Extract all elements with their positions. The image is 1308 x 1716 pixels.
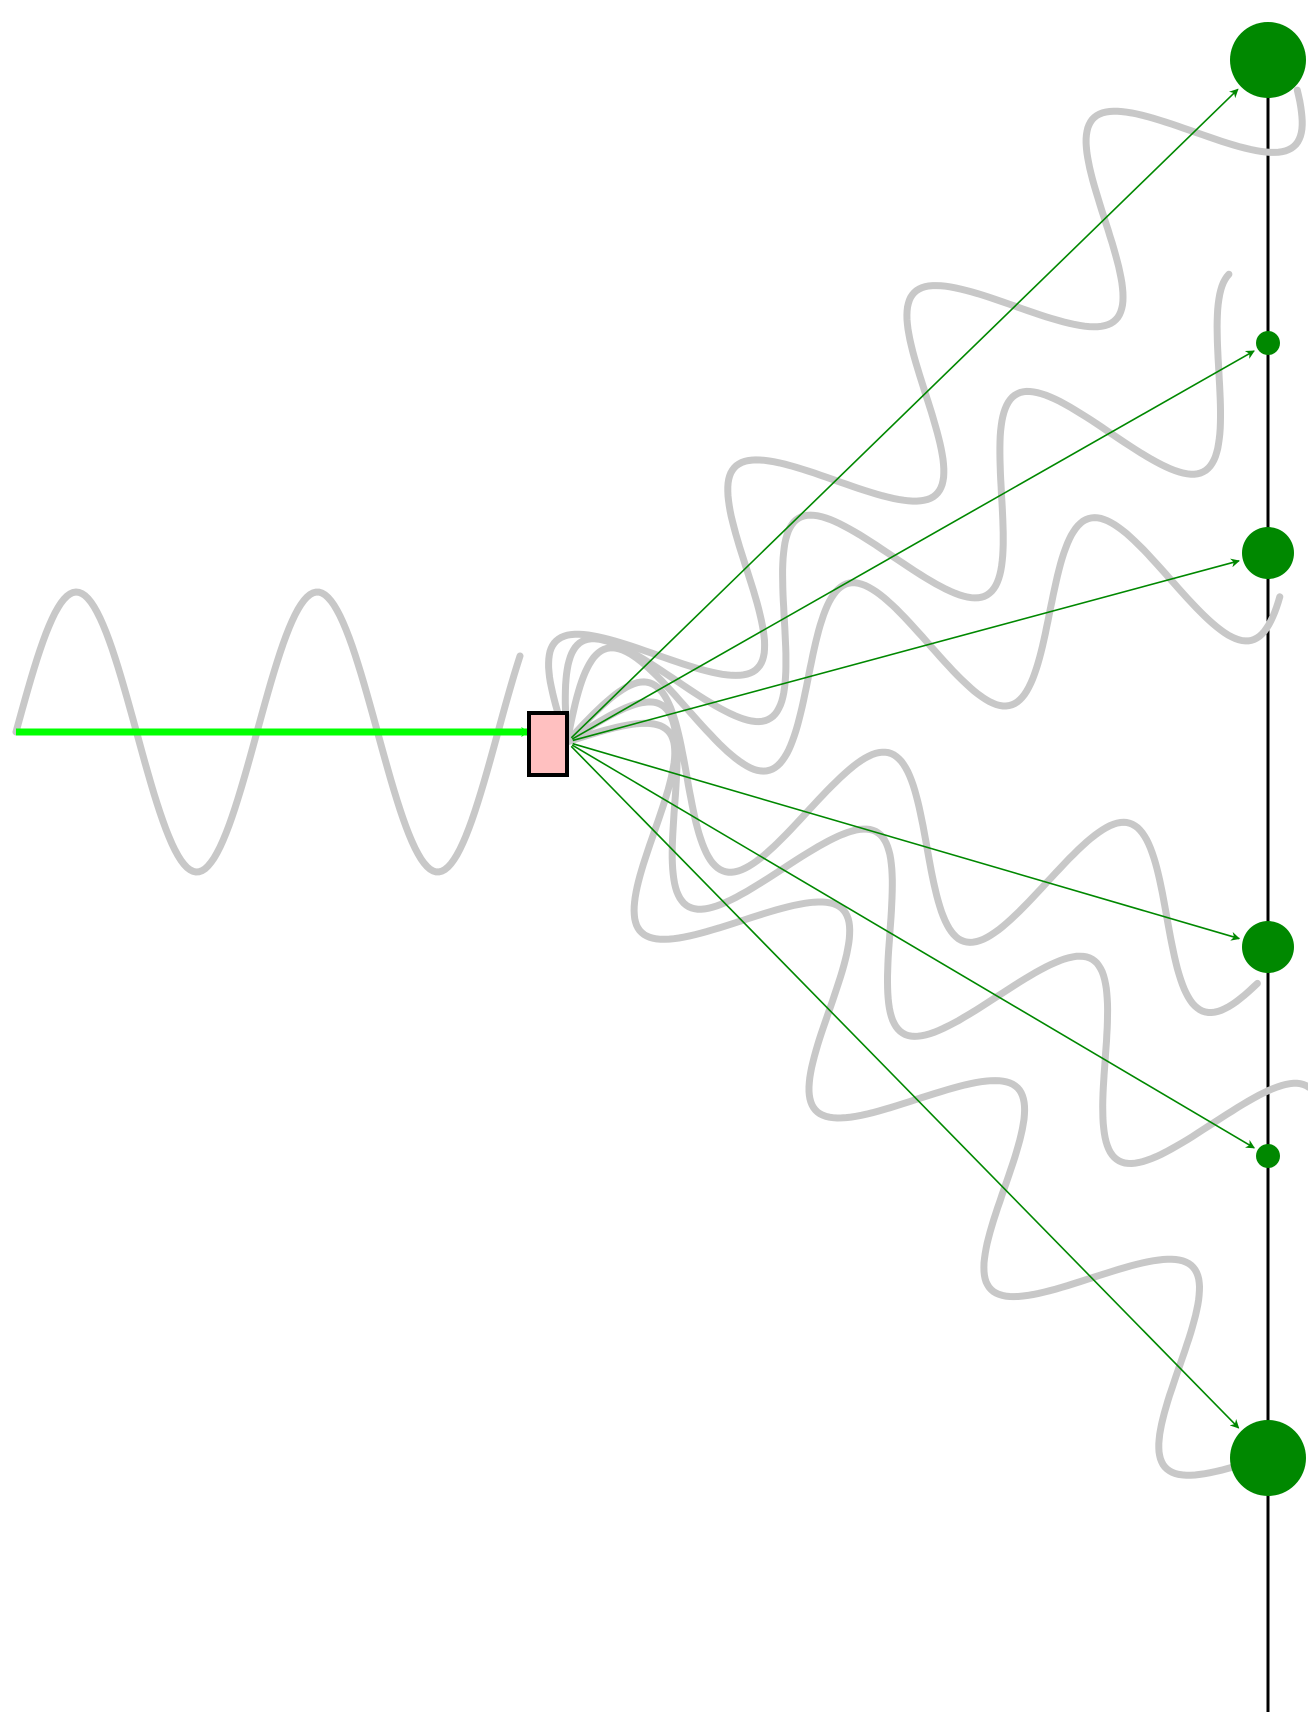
scattered-beam-arrow-3: [573, 561, 1239, 741]
detector-spot-4: [1242, 921, 1294, 973]
scattered-beam-arrow-6: [571, 746, 1238, 1428]
detector-spot-6: [1230, 1420, 1306, 1496]
detector-spot-2: [1256, 331, 1280, 355]
scattered-wave-2: [565, 274, 1229, 742]
scattered-beam-arrow-5: [572, 745, 1254, 1148]
detector-spot-1: [1230, 22, 1306, 98]
detector-spot-3: [1242, 527, 1294, 579]
scattered-waves-group: [549, 90, 1308, 1475]
scattered-beam-arrow-2: [572, 351, 1254, 739]
scatterer-sample: [529, 713, 567, 775]
detector-spot-5: [1256, 1144, 1280, 1168]
incident-wave-group: [16, 592, 530, 872]
scattered-beam-arrow-1: [571, 89, 1238, 738]
